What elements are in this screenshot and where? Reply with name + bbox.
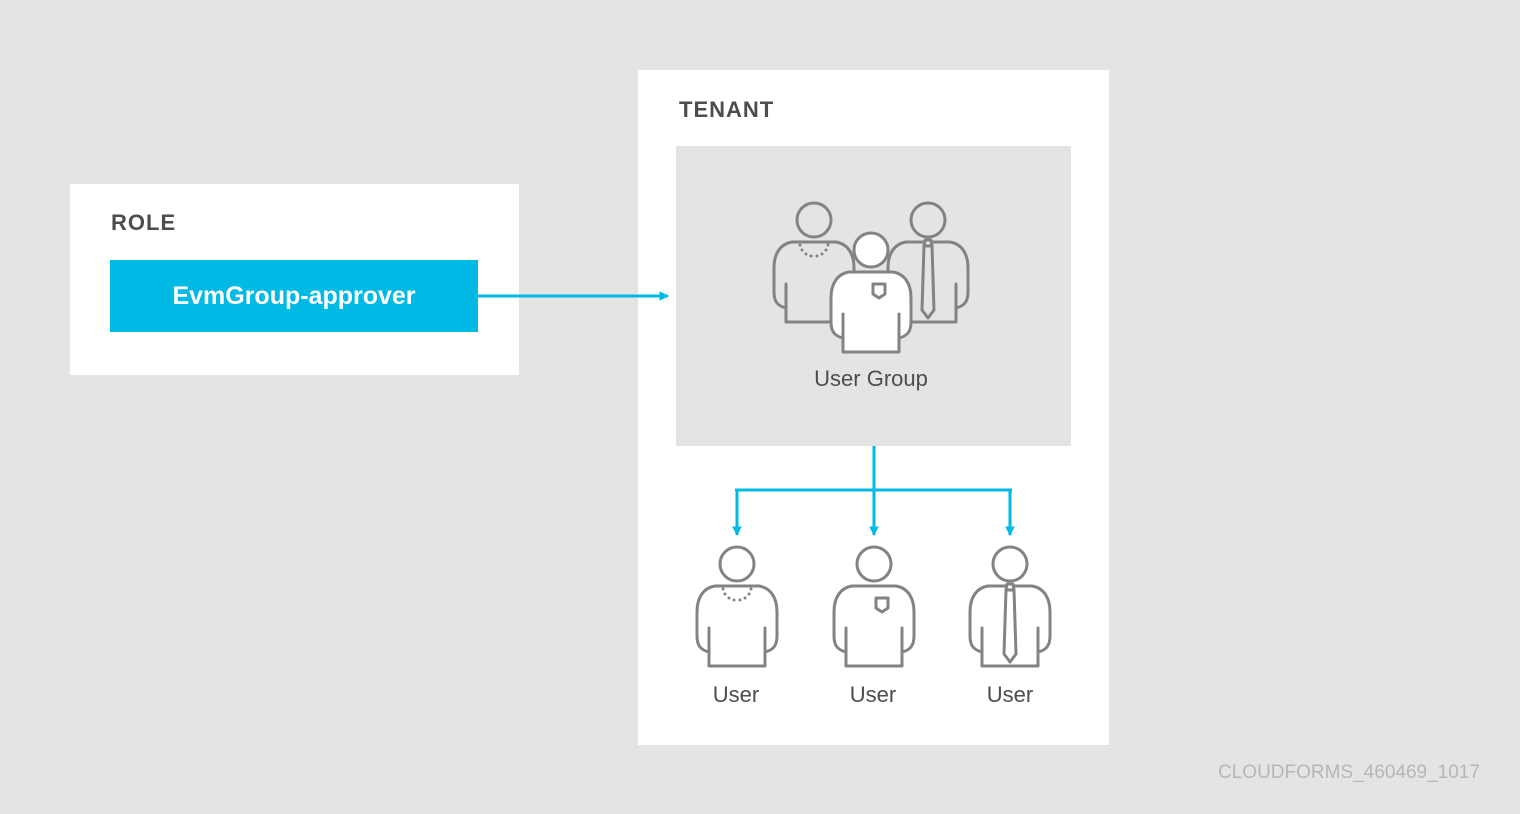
figure-id: CLOUDFORMS_460469_1017 [1218,762,1480,783]
user-group-label: User Group [814,366,928,391]
role-heading: ROLE [111,210,177,235]
user-group-box [676,146,1071,446]
user-label: User [712,682,760,707]
user-label: User [849,682,897,707]
role-name: EvmGroup-approver [172,281,416,310]
tenant-heading: TENANT [679,97,775,122]
user-label: User [986,682,1034,707]
role-panel: ROLE EvmGroup-approver [70,184,519,375]
role-box: EvmGroup-approver [110,260,478,332]
